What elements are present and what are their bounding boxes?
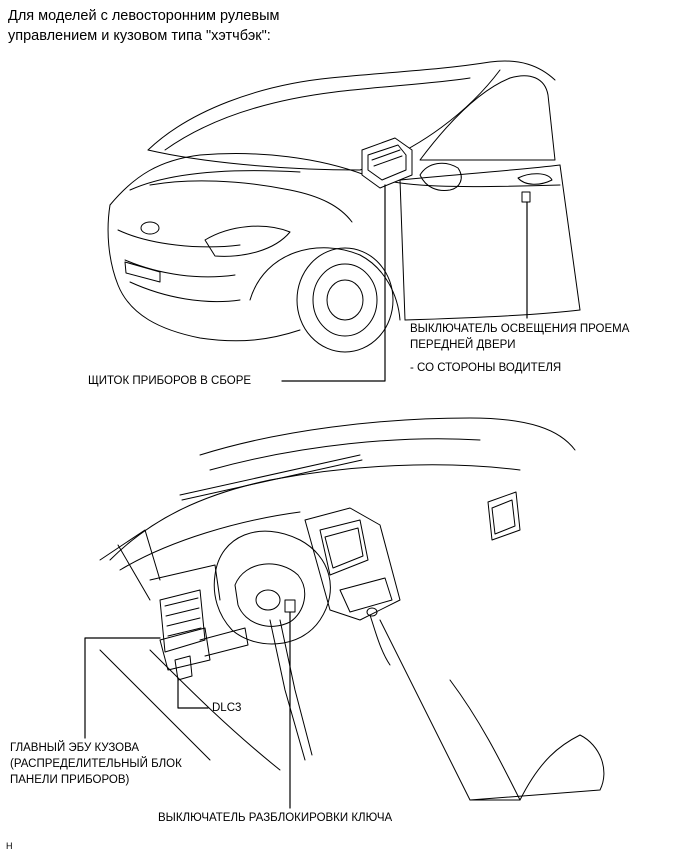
door-switch-note: - СО СТОРОНЫ ВОДИТЕЛЯ	[410, 362, 562, 374]
car-leader-lines	[281, 184, 528, 382]
door-switch-label: ВЫКЛЮЧАТЕЛЬ ОСВЕЩЕНИЯ ПРОЕМА ПЕРЕДНЕЙ ДВ…	[410, 321, 629, 353]
dashboard-drawing	[99, 417, 605, 801]
body-ecu-label-line-2: (РАСПРЕДЕЛИТЕЛЬНЫЙ БЛОК	[10, 758, 182, 770]
body-ecu-label-line-3: ПАНЕЛИ ПРИБОРОВ)	[10, 774, 130, 786]
dashboard-leader-lines	[84, 611, 291, 809]
combination-meter-label: ЩИТОК ПРИБОРОВ В СБОРЕ	[88, 375, 252, 387]
key-unlock-switch-label: ВЫКЛЮЧАТЕЛЬ РАЗБЛОКИРОВКИ КЛЮЧА	[158, 812, 393, 824]
heading-line-1: Для моделей с левосторонним рулевым	[8, 8, 280, 24]
body-ecu-label-line-1: ГЛАВНЫЙ ЭБУ КУЗОВА	[10, 742, 140, 754]
door-switch-label-line-2: ПЕРЕДНЕЙ ДВЕРИ	[410, 339, 516, 351]
heading-line-2: управлением и кузовом типа "хэтчбэк":	[8, 28, 271, 44]
car-exterior-drawing	[107, 60, 581, 353]
page-heading: Для моделей с левосторонним рулевым упра…	[8, 6, 279, 46]
dlc3-label: DLC3	[212, 702, 242, 714]
body-ecu-label: ГЛАВНЫЙ ЭБУ КУЗОВА (РАСПРЕДЕЛИТЕЛЬНЫЙ БЛ…	[10, 740, 182, 788]
door-switch-label-line-1: ВЫКЛЮЧАТЕЛЬ ОСВЕЩЕНИЯ ПРОЕМА	[410, 323, 630, 335]
footer-code: H	[6, 841, 13, 851]
